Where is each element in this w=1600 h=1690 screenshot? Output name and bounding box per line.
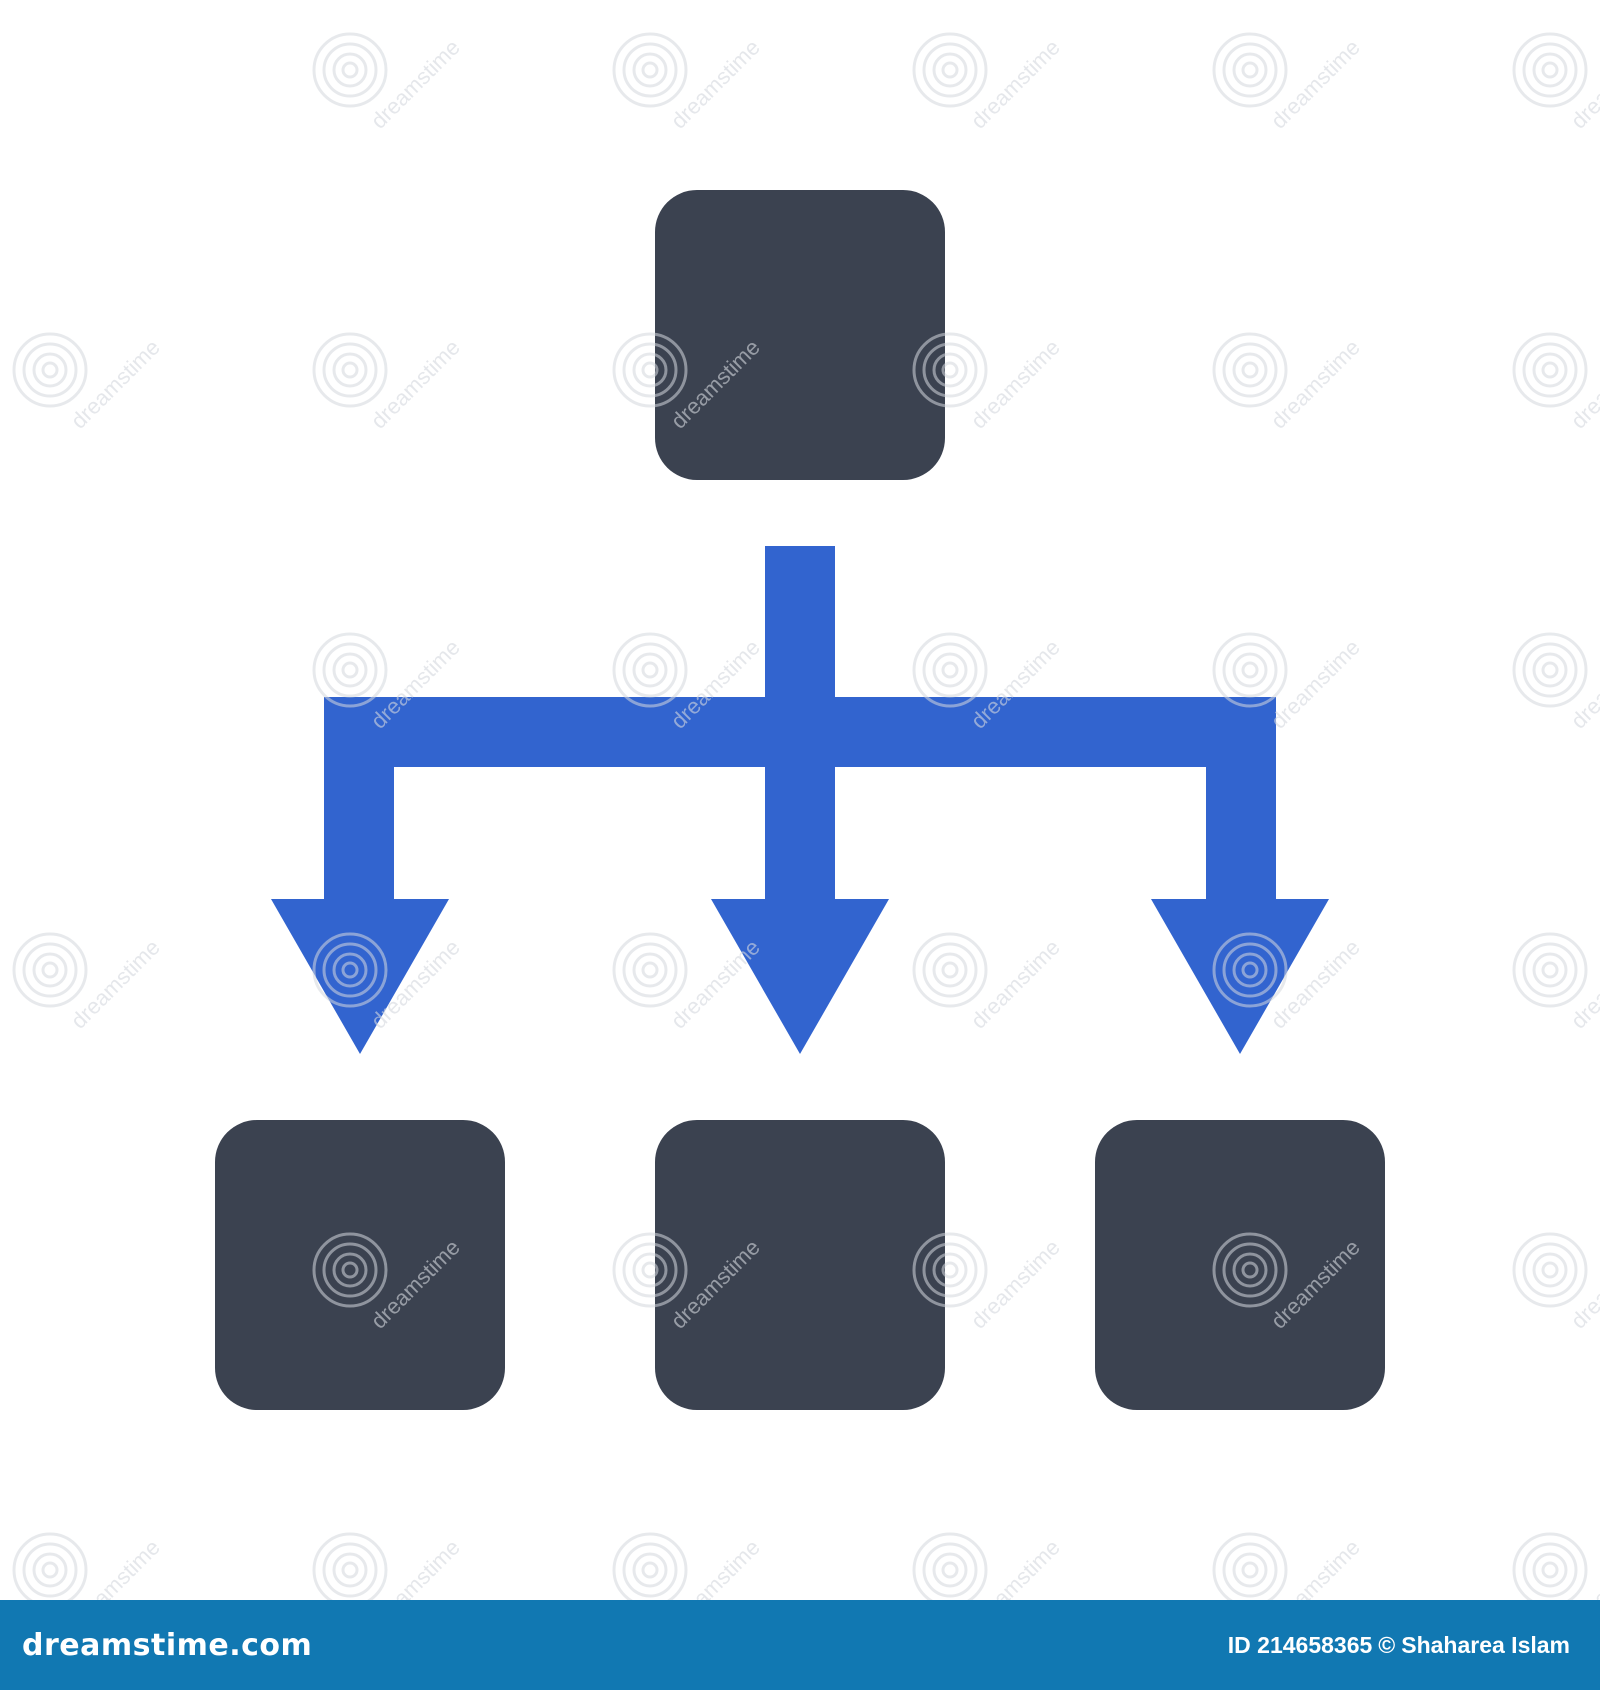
left-stem <box>324 697 394 901</box>
hierarchy-diagram <box>215 190 1385 1410</box>
copyright-symbol: © <box>1378 1631 1396 1658</box>
child-node-center <box>655 1120 945 1410</box>
branch-arrows <box>271 546 1329 1054</box>
footer-credit: ID 214658365 © Shaharea Islam <box>1228 1632 1570 1659</box>
right-arrowhead <box>1151 899 1329 1054</box>
right-stem <box>1206 697 1276 901</box>
footer-logo: dreamstime.com <box>22 1628 312 1663</box>
image-id: ID 214658365 <box>1227 1631 1373 1658</box>
footer-logo-text: dreamstime.com <box>22 1627 313 1663</box>
child-node-left <box>215 1120 505 1410</box>
author-name: Shaharea Islam <box>1401 1631 1570 1658</box>
child-node-right <box>1095 1120 1385 1410</box>
center-arrowhead <box>711 899 889 1054</box>
horizontal-bar <box>324 697 1276 767</box>
root-node <box>655 190 945 480</box>
footer-bar: dreamstime.com ID 214658365 © Shaharea I… <box>0 1600 1600 1690</box>
left-arrowhead <box>271 899 449 1054</box>
